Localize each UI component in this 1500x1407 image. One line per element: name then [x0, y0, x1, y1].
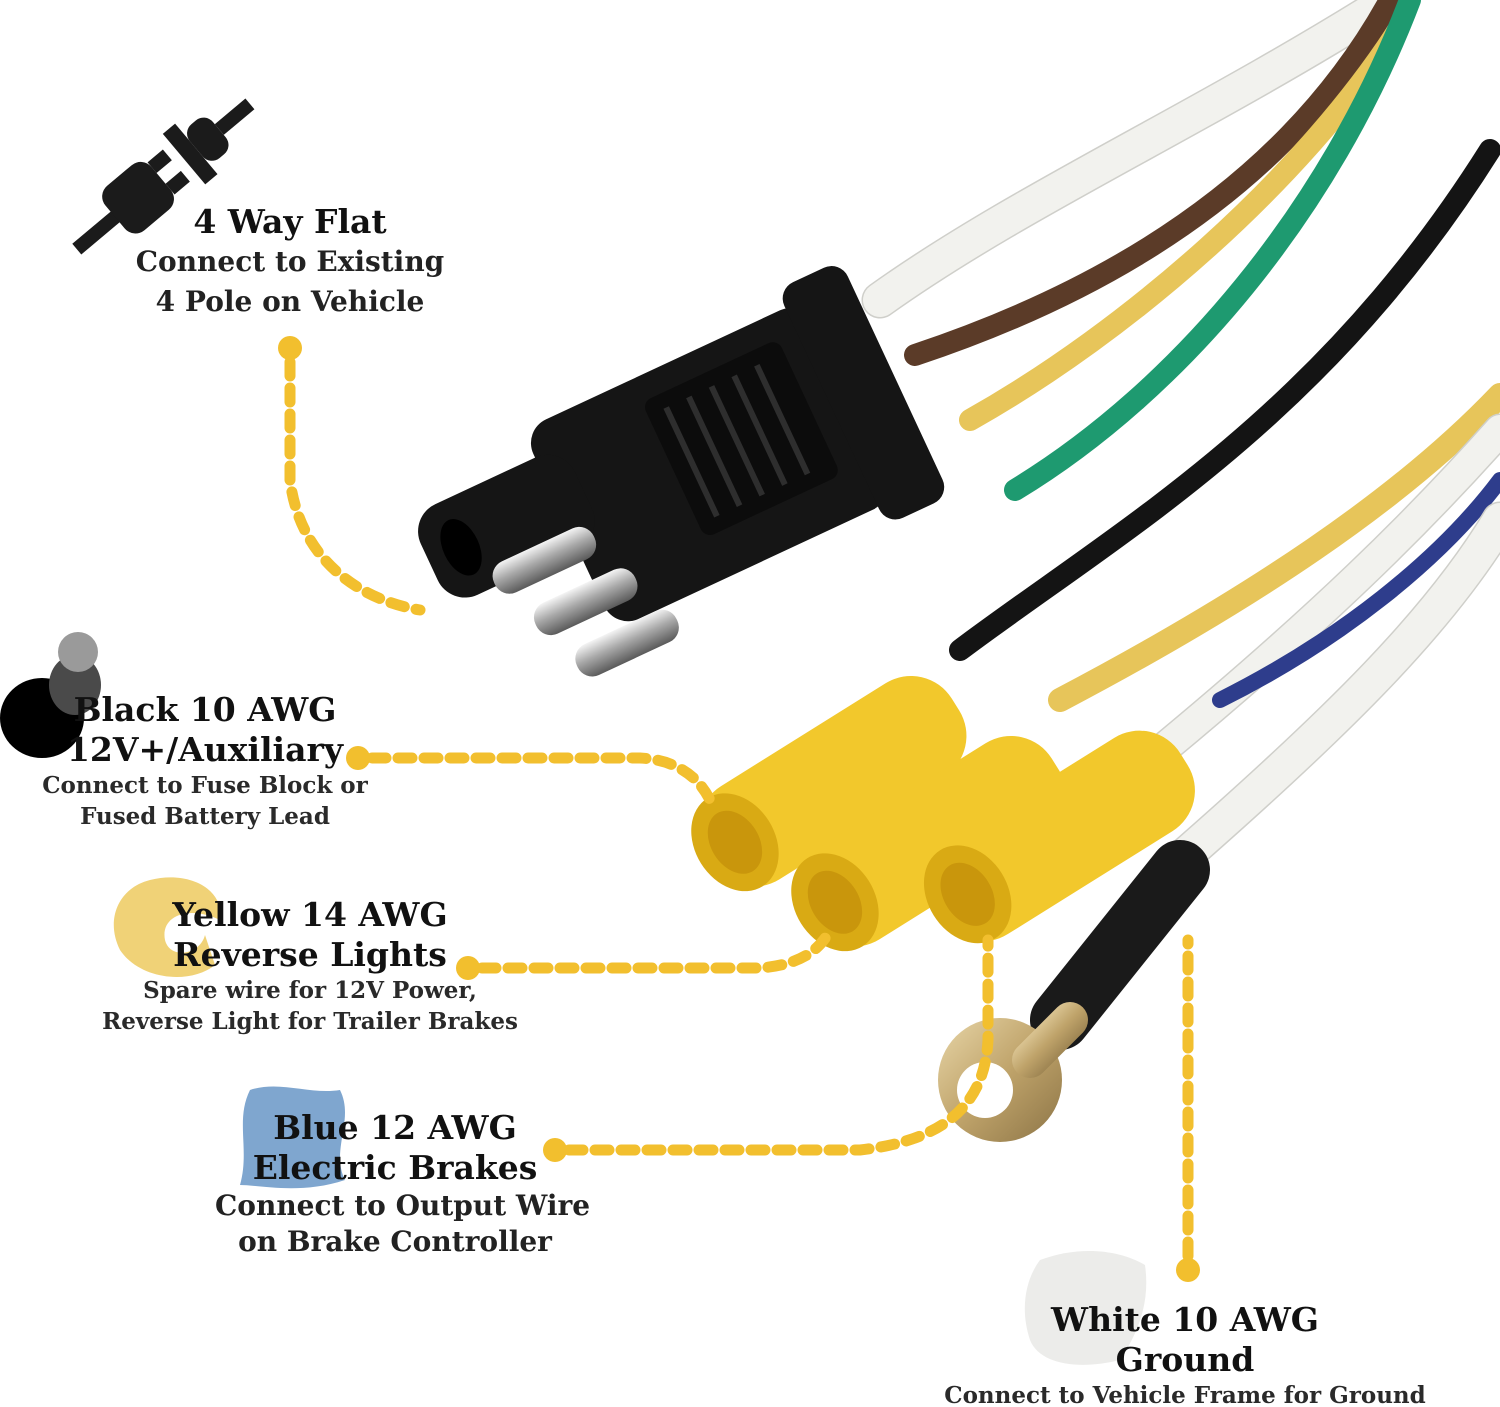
- connector-yellow-wire: [959, 24, 1406, 431]
- leader-black: [346, 746, 716, 806]
- leader-flat: [278, 336, 426, 616]
- yellow-lead-wire: [1048, 383, 1500, 712]
- connector-grip: [645, 342, 838, 536]
- label-4-way-flat-title: 4 Way Flat: [193, 202, 387, 241]
- black-swatch-icon: [0, 632, 101, 758]
- yellow-swatch-icon: [113, 877, 221, 977]
- connector-wires: [861, 0, 1421, 501]
- label-black-title2: 12V+/Auxiliary: [66, 730, 344, 769]
- yellow-terminals: [691, 675, 1195, 952]
- label-white-10-awg: White 10 AWG Ground Connect to Vehicle F…: [935, 1300, 1435, 1407]
- label-4-way-flat: 4 Way Flat Connect to Existing 4 Pole on…: [110, 202, 470, 322]
- label-white-title1: White 10 AWG: [1051, 1300, 1319, 1339]
- ring-terminal: [938, 840, 1210, 1142]
- label-black-line1: Connect to Fuse Block or: [42, 772, 368, 799]
- white-swatch-icon: [1024, 1250, 1147, 1365]
- lead-wires: [949, 139, 1500, 879]
- label-white-line1: Connect to Vehicle Frame for Ground: [944, 1382, 1426, 1407]
- connector-brown-wire: [904, 0, 1401, 366]
- leader-yellow: [456, 924, 836, 980]
- label-blue-title1: Blue 12 AWG: [273, 1108, 517, 1147]
- leader-white: [1176, 934, 1200, 1282]
- white-lead-wire-2: [1163, 503, 1500, 877]
- label-black-10-awg: Black 10 AWG 12V+/Auxiliary Connect to F…: [20, 690, 390, 832]
- label-blue-title2: Electric Brakes: [252, 1148, 538, 1187]
- blue-lead-wire: [1212, 472, 1500, 708]
- label-white-title2: Ground: [1115, 1340, 1255, 1379]
- label-4-way-flat-line2: 4 Pole on Vehicle: [155, 285, 425, 318]
- black-lead-wire: [949, 139, 1500, 661]
- label-yellow-title2: Reverse Lights: [173, 935, 447, 974]
- connector-white-wire: [863, 0, 1407, 317]
- blue-swatch-icon: [240, 1086, 345, 1189]
- label-yellow-line2: Reverse Light for Trailer Brakes: [102, 1008, 518, 1035]
- leader-blue: [543, 934, 994, 1162]
- label-blue-line2: on Brake Controller: [238, 1225, 552, 1258]
- flat-connector: [418, 266, 945, 677]
- label-yellow-line1: Spare wire for 12V Power,: [143, 977, 477, 1004]
- label-yellow-title1: Yellow 14 AWG: [172, 895, 448, 934]
- leader-lines: [278, 336, 1200, 1282]
- label-blue-12-awg: Blue 12 AWG Electric Brakes Connect to O…: [215, 1108, 591, 1260]
- plug-icon: [72, 98, 255, 255]
- label-blue-line1: Connect to Output Wire: [215, 1189, 591, 1222]
- connector-green-wire: [1004, 0, 1421, 501]
- label-yellow-14-awg: Yellow 14 AWG Reverse Lights Spare wire …: [100, 895, 520, 1037]
- connector-pins: [492, 526, 679, 677]
- label-black-line2: Fused Battery Lead: [80, 803, 330, 830]
- label-black-title1: Black 10 AWG: [73, 690, 337, 729]
- label-4-way-flat-line1: Connect to Existing: [135, 245, 445, 278]
